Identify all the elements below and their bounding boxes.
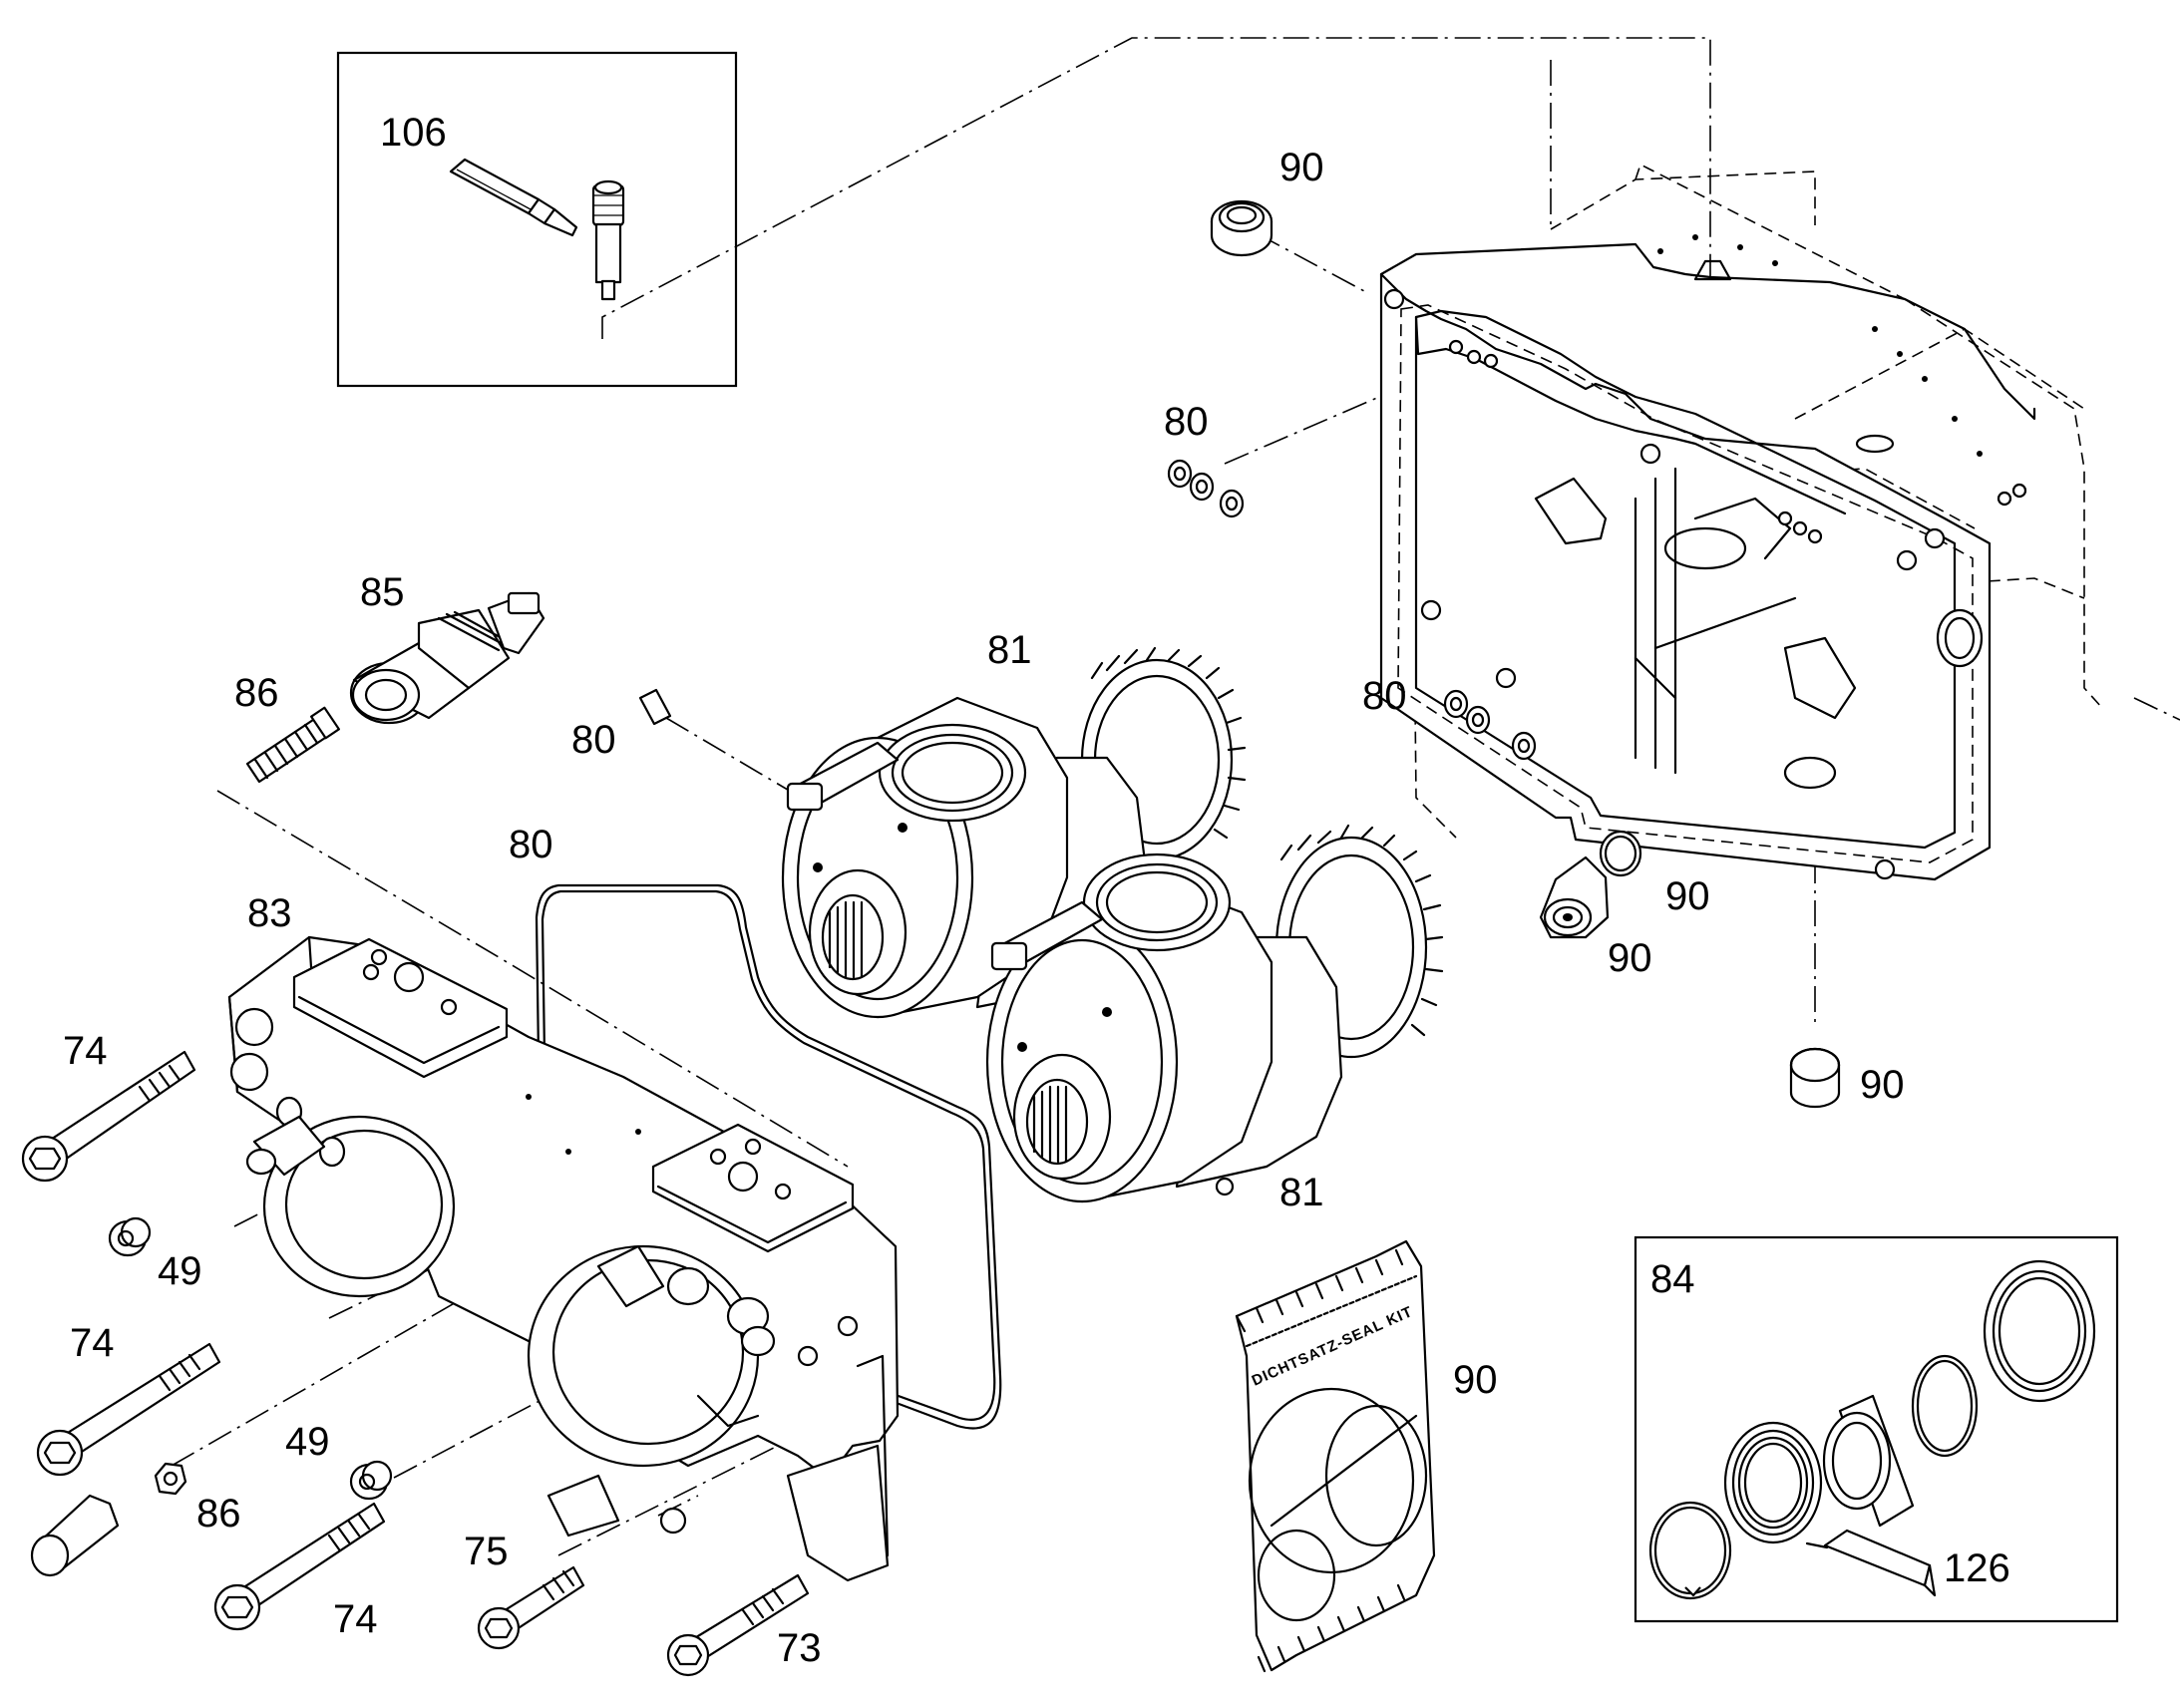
part-74-cap-screw-b (36, 1342, 221, 1477)
part-85-valve-cartridge (349, 591, 545, 725)
callout-90-ring: 90 (1665, 874, 1710, 918)
part-90-threaded-plug (1539, 855, 1610, 939)
callout-80-top: 80 (1164, 400, 1209, 444)
callout-83: 83 (247, 891, 292, 935)
callout-80-gasket: 80 (509, 823, 553, 866)
callout-90-kit: 90 (1453, 1358, 1498, 1402)
part-84-shaft-seal (1723, 1421, 1823, 1544)
part-83-port-plate (227, 935, 900, 1582)
part-75-cap-screw (477, 1565, 585, 1650)
callout-126: 126 (1944, 1546, 2010, 1590)
callout-81-top: 81 (987, 628, 1032, 672)
part-90-seal-kit-bag: DICHTSATZ-SEAL KIT (1235, 1239, 1436, 1673)
callout-106: 106 (380, 111, 447, 155)
part-80-washers-right (1443, 689, 1537, 761)
callout-80-right: 80 (1362, 674, 1407, 718)
part-106-adhesive-tube (449, 158, 578, 237)
part-90-o-ring (1599, 830, 1642, 877)
part-49-plug-b (349, 1460, 393, 1501)
callout-74-a: 74 (63, 1029, 108, 1073)
callout-75: 75 (464, 1530, 509, 1573)
callout-86-bottom: 86 (196, 1492, 241, 1536)
part-49-plug-a (108, 1216, 152, 1257)
part-84-sleeve (1822, 1394, 1915, 1528)
part-81-rotating-group-bottom (985, 824, 1444, 1203)
callout-labels: 106 90 80 85 86 81 80 80 80 83 74 90 90 … (63, 111, 2010, 1670)
part-106-fitting (591, 179, 625, 301)
callout-86-top: 86 (234, 671, 279, 715)
callout-81-bottom: 81 (1279, 1171, 1324, 1214)
callout-74-c: 74 (333, 1597, 378, 1641)
part-80-pin (638, 688, 672, 726)
part-84-o-ring (1911, 1354, 1979, 1458)
callout-49-a: 49 (158, 1249, 202, 1293)
callout-80-pin: 80 (571, 718, 616, 762)
callout-73: 73 (777, 1626, 822, 1670)
callout-90-plug: 90 (1608, 936, 1652, 980)
callout-85: 85 (360, 570, 405, 614)
callout-84: 84 (1650, 1257, 1695, 1301)
part-84-radial-seal (1983, 1259, 2096, 1403)
part-73-cap-screw (666, 1573, 810, 1677)
callout-90-bottom: 90 (1860, 1063, 1905, 1107)
part-90-top-plug (1210, 199, 1273, 257)
callout-49-b: 49 (285, 1420, 330, 1464)
part-86-nut (154, 1462, 187, 1496)
part-90-bottom-plug (1789, 1047, 1841, 1109)
part-74-cap-screw-c (213, 1502, 386, 1631)
part-84-snap-ring (1648, 1501, 1732, 1600)
callout-90-top: 90 (1279, 146, 1324, 189)
part-80-washers-top (1167, 459, 1245, 518)
part-74-cap-screw-a (21, 1050, 196, 1183)
part-86-spring (245, 706, 341, 784)
housing-upper (1379, 163, 2103, 881)
part-126-grease-tube (1805, 1529, 1937, 1597)
part-86-cone (30, 1494, 120, 1577)
callout-74-b: 74 (70, 1321, 115, 1365)
